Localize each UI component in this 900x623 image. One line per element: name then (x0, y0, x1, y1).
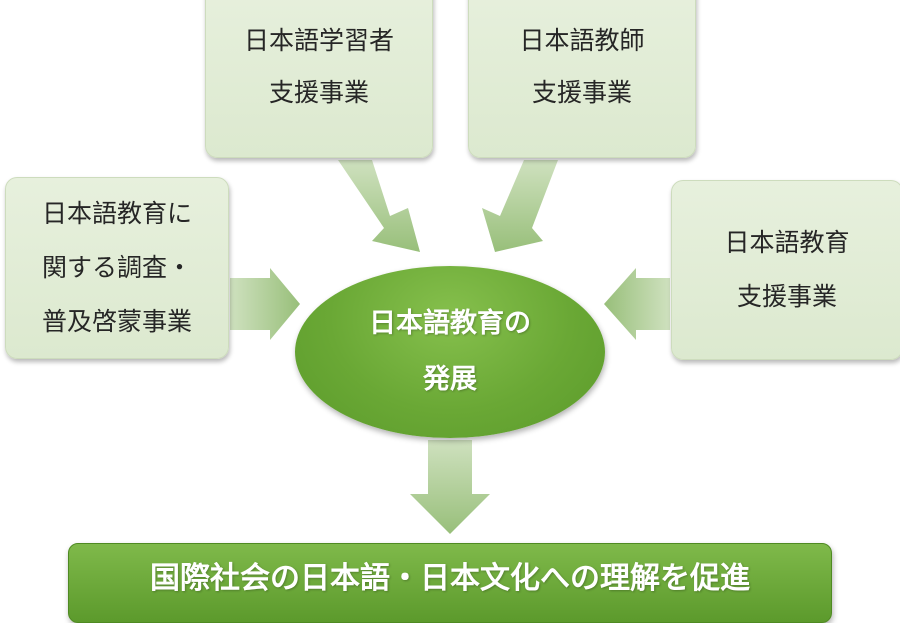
result-banner: 国際社会の日本語・日本文化への理解を促進 (68, 543, 832, 623)
survey-promotion-line-2: 関する調査・ (41, 253, 192, 282)
arrow-survey-to-hub (230, 268, 300, 340)
education-support-line-2: 支援事業 (736, 282, 837, 311)
education-support-box: 日本語教育 支援事業 (671, 180, 900, 360)
arrow-teacher-to-hub (482, 160, 558, 252)
arrow-learner-to-hub (338, 160, 420, 252)
hub-line-1: 日本語教育の (369, 308, 531, 339)
result-text: 国際社会の日本語・日本文化への理解を促進 (150, 561, 750, 596)
arrow-support-to-hub (604, 268, 670, 340)
survey-promotion-line-3: 普及啓蒙事業 (41, 307, 192, 336)
hub-line-2: 発展 (423, 364, 477, 395)
arrow-hub-to-result (410, 440, 490, 534)
flow-diagram: 日本語学習者 支援事業 日本語教師 支援事業 日本語教育に 関する調査・ 普及啓… (5, 0, 900, 623)
survey-promotion-line-1: 日本語教育に (41, 199, 192, 228)
hub-ellipse: 日本語教育の 発展 (295, 266, 605, 438)
learner-support-line-2: 支援事業 (268, 78, 369, 107)
teacher-support-line-1: 日本語教師 (519, 26, 645, 55)
survey-promotion-box: 日本語教育に 関する調査・ 普及啓蒙事業 (5, 177, 229, 359)
education-support-line-1: 日本語教育 (724, 228, 850, 257)
teacher-support-line-2: 支援事業 (531, 78, 632, 107)
teacher-support-box: 日本語教師 支援事業 (468, 0, 696, 158)
learner-support-box: 日本語学習者 支援事業 (205, 0, 433, 158)
arrows-layer (230, 160, 670, 534)
learner-support-line-1: 日本語学習者 (243, 26, 394, 55)
